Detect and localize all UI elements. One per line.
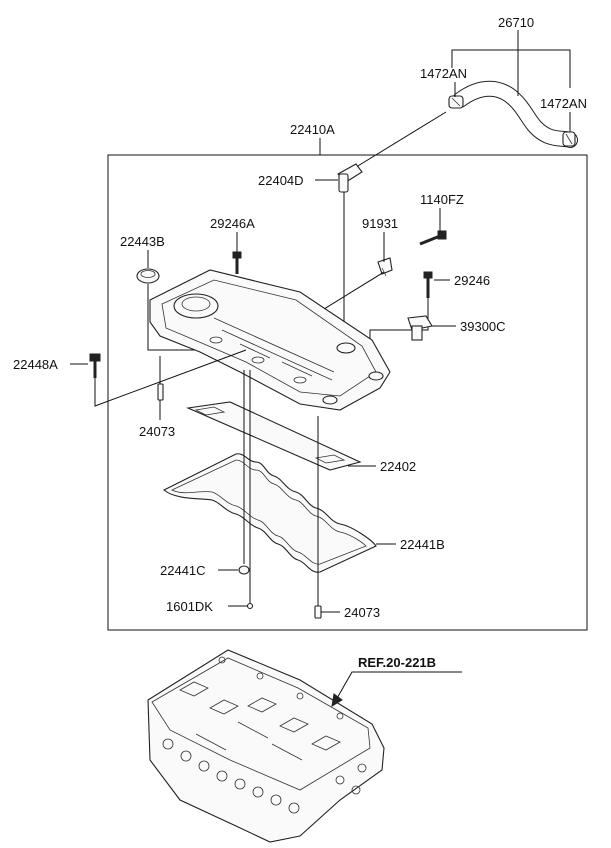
label-26710: 26710 xyxy=(498,15,534,30)
bolt-29246 xyxy=(423,271,433,298)
cover-assy-frame xyxy=(107,154,588,631)
ref-arrow-icon xyxy=(331,693,343,707)
cylinder-head xyxy=(147,649,385,843)
label-22410a: 22410A xyxy=(290,122,335,137)
label-1472an-right: 1472AN xyxy=(540,96,587,111)
label-24073-right: 24073 xyxy=(344,605,380,620)
label-39300c: 39300C xyxy=(460,319,506,334)
gasket-22441b xyxy=(163,453,377,573)
label-29246: 29246 xyxy=(454,273,490,288)
label-22441b: 22441B xyxy=(400,537,445,552)
valve-cover xyxy=(149,269,391,411)
label-1601dk: 1601DK xyxy=(166,599,213,614)
bolt-22448a xyxy=(89,353,101,378)
bracket-91931 xyxy=(377,257,393,277)
label-24073-left: 24073 xyxy=(139,424,175,439)
label-1140fz: 1140FZ xyxy=(420,192,464,207)
leader-pcv-to-clamp xyxy=(347,111,447,173)
bolt-29246a xyxy=(232,251,242,274)
pin-1601dk xyxy=(246,602,254,610)
label-22441c: 22441C xyxy=(160,563,206,578)
label-29246a: 29246A xyxy=(210,216,255,231)
pcv-valve xyxy=(337,163,363,193)
label-1472an-left: 1472AN xyxy=(420,66,467,81)
label-22443b: 22443B xyxy=(120,234,165,249)
bolt-1140fz xyxy=(419,230,447,246)
gasket-22402 xyxy=(186,401,362,471)
dowel-24073-right xyxy=(314,605,322,619)
hose-clamp-right xyxy=(562,131,576,147)
label-22402: 22402 xyxy=(380,459,416,474)
hose-clamp-left xyxy=(448,95,464,109)
ref-label[interactable]: REF.20-221B xyxy=(358,655,436,670)
label-22448a: 22448A xyxy=(13,357,58,372)
leader-22448a-up xyxy=(94,349,247,407)
breather-hose xyxy=(452,80,578,148)
leader-26710 xyxy=(451,49,571,88)
label-91931: 91931 xyxy=(362,216,398,231)
label-22404d: 22404D xyxy=(258,173,304,188)
dowel-24073-left xyxy=(157,383,164,401)
ref-leader xyxy=(335,671,462,701)
seal-22441c xyxy=(238,565,250,575)
oil-cap-seal-22443b xyxy=(136,268,160,284)
